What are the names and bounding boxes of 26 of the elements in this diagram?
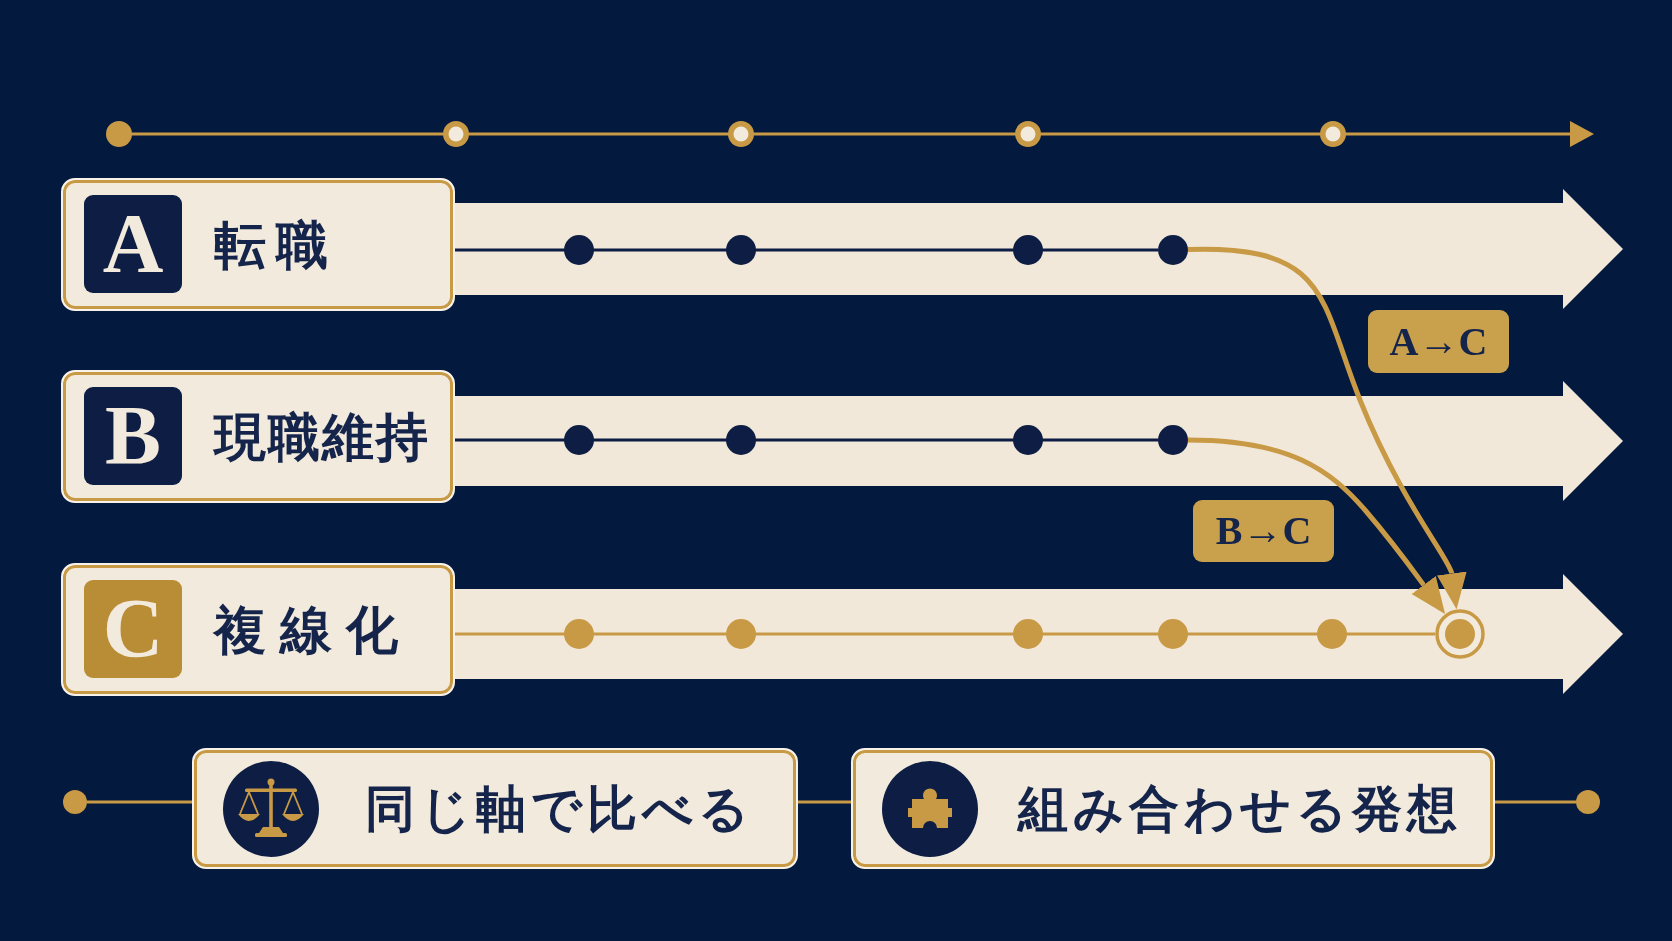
letter-badge: A [84,195,182,293]
dot-icon [1158,235,1188,265]
principle-text: 組み合わせる発想 [1018,781,1462,836]
connector-line [1495,800,1576,804]
principle-card [851,748,1495,869]
dot-icon [1158,425,1188,455]
lane-title: 転職 [214,215,338,274]
principle-card [192,748,798,869]
curved-arrow [1187,437,1445,615]
connector-line [455,438,1158,442]
lane-card [61,178,455,311]
connector-line [798,800,851,804]
lane-card [61,563,455,696]
lane-title: 現職維持 [214,407,430,466]
edge-label: A→C [1368,310,1509,373]
principle-text: 同じ軸で比べる [365,781,754,836]
connector-line [87,800,192,804]
letter-badge: C [84,580,182,678]
edge-label: B→C [1193,500,1334,562]
dot-icon [1576,790,1600,814]
connector-line [455,248,1158,252]
curved-arrow [1188,247,1467,608]
lane-title: 複線化 [214,600,412,659]
lane-card [61,370,455,503]
dot-icon [63,790,87,814]
letter-badge: B [84,387,182,485]
